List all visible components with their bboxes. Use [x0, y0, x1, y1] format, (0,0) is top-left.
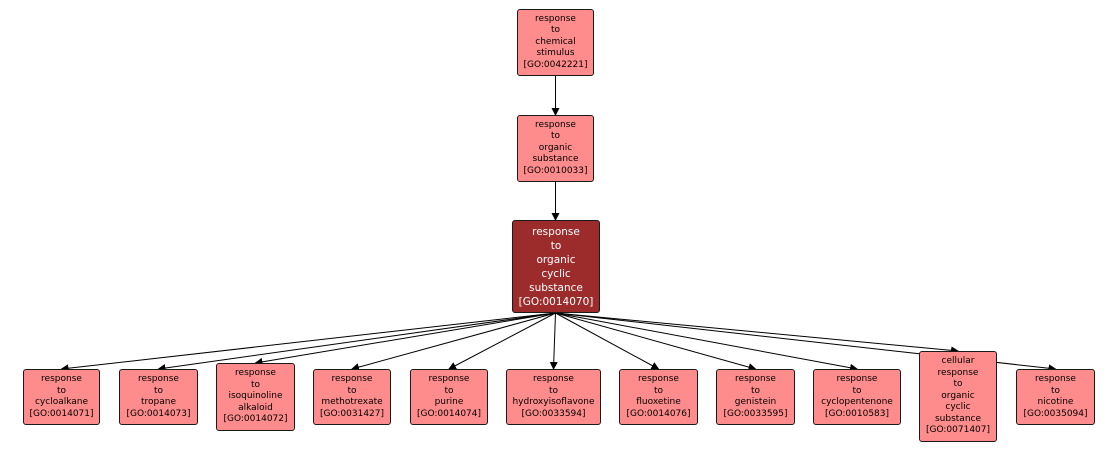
node-label-line: to: [444, 385, 454, 396]
node-label-line: alkaloid: [238, 402, 273, 413]
node-go-id: [GO:0042221]: [523, 59, 588, 70]
node-response-to-organic-substance[interactable]: response to organic substance [GO:001003…: [517, 115, 594, 182]
edge-to-genistein: [555, 312, 757, 371]
node-response-to-cycloalkane[interactable]: response to cycloalkane [GO:0014071]: [23, 369, 100, 425]
node-label-line: response: [533, 374, 574, 384]
node-label-line: to: [953, 379, 963, 390]
node-label-line: purine: [434, 397, 464, 407]
node-label-line: chemical: [535, 36, 576, 47]
node-label-line: response: [638, 374, 679, 384]
node-label-line: organic: [536, 253, 576, 266]
node-label-line: organic: [941, 390, 975, 401]
edge-to-hydroxyisoflavone: [549, 312, 558, 370]
node-response-to-fluoxetine[interactable]: response to fluoxetine [GO:0014076]: [619, 369, 698, 425]
node-label-line: cyclopentenone: [821, 397, 893, 407]
node-label-line: response: [735, 374, 776, 384]
node-response-to-cyclopentenone[interactable]: response to cyclopentenone [GO:0010583]: [813, 369, 901, 425]
node-go-id: [GO:0010583]: [824, 408, 890, 419]
node-label-line: response: [535, 13, 576, 24]
node-label-line: to: [550, 239, 562, 252]
node-response-to-nicotine[interactable]: response to nicotine [GO:0035094]: [1016, 369, 1095, 425]
node-go-id: [GO:0014071]: [29, 408, 94, 419]
node-label-line: isoquinoline: [228, 391, 283, 402]
node-label-line: genistein: [734, 397, 777, 407]
node-label-line: response: [331, 374, 373, 384]
node-label-line: response: [532, 225, 580, 238]
node-go-id: [GO:0014073]: [126, 408, 191, 419]
node-label-line: cycloalkane: [34, 397, 89, 407]
node-label-line: response: [836, 374, 878, 384]
node-label-line: methotrexate: [321, 397, 383, 407]
edge-to-methotrexate: [351, 312, 556, 371]
node-label-line: to: [1050, 385, 1061, 396]
node-label-line: cellular: [941, 356, 975, 367]
node-go-id: [GO:0033595]: [723, 408, 788, 419]
edge-to-isoquinoline: [254, 312, 556, 366]
node-label-line: response: [1035, 374, 1076, 384]
node-label-line: response: [235, 368, 276, 379]
node-label-line: to: [550, 131, 561, 142]
node-label-line: substance: [529, 281, 583, 294]
node-label-line: to: [653, 385, 664, 396]
node-go-id: [GO:0010033]: [523, 165, 588, 176]
node-label-line: cyclic: [541, 267, 571, 280]
node-go-id: [GO:0014076]: [626, 408, 691, 419]
node-go-id: [GO:0014072]: [223, 414, 288, 425]
edge-to-purine: [448, 312, 556, 370]
node-response-to-methotrexate[interactable]: response to methotrexate [GO:0031427]: [313, 369, 391, 425]
node-label-line: to: [56, 385, 67, 396]
node-go-id: [GO:0014074]: [416, 408, 482, 419]
node-label-line: organic: [538, 142, 573, 153]
node-label-line: hydroxyisoflavone: [512, 397, 595, 407]
node-go-id: [GO:0014070]: [518, 295, 594, 308]
node-response-to-genistein[interactable]: response to genistein [GO:0033595]: [716, 369, 795, 425]
node-response-to-chemical-stimulus[interactable]: response to chemical stimulus [GO:004222…: [517, 9, 594, 76]
node-label-line: nicotine: [1037, 397, 1074, 407]
edge-to-tropane: [157, 312, 556, 372]
node-label-line: fluoxetine: [636, 397, 681, 407]
edge-to-cyclopentenone: [555, 312, 858, 372]
node-label-line: to: [550, 25, 561, 36]
edge-to-cycloalkane: [60, 312, 556, 373]
node-label-line: response: [428, 374, 470, 384]
node-response-to-hydroxyisoflavone[interactable]: response to hydroxyisoflavone [GO:003359…: [506, 369, 601, 425]
node-label-line: response: [937, 367, 979, 378]
node-label-line: cyclic: [945, 402, 971, 413]
node-response-to-tropane[interactable]: response to tropane [GO:0014073]: [119, 369, 198, 425]
node-go-id: [GO:0071407]: [925, 425, 991, 436]
node-label-line: to: [750, 385, 761, 396]
node-label-line: to: [852, 385, 862, 396]
node-cellular-response-to-organic-cyclic-substance[interactable]: cellular response to organic cyclic subs…: [919, 351, 997, 442]
node-label-line: tropane: [140, 397, 176, 407]
node-label-line: substance: [532, 154, 579, 165]
node-label-line: substance: [934, 413, 982, 424]
node-response-to-organic-cyclic-substance[interactable]: response to organic cyclic substance [GO…: [512, 220, 600, 313]
edge-to-fluoxetine: [555, 312, 660, 370]
edge-to-cellular: [555, 312, 959, 355]
node-label-line: stimulus: [536, 48, 575, 59]
node-go-id: [GO:0033594]: [521, 408, 586, 419]
node-label-line: to: [548, 385, 559, 396]
node-label-line: to: [250, 379, 261, 390]
node-go-id: [GO:0031427]: [319, 408, 385, 419]
node-label-line: response: [535, 119, 576, 130]
node-response-to-isoquinoline-alkaloid[interactable]: response to isoquinoline alkaloid [GO:00…: [216, 363, 295, 431]
node-go-id: [GO:0035094]: [1023, 408, 1088, 419]
node-label-line: response: [138, 374, 179, 384]
node-response-to-purine[interactable]: response to purine [GO:0014074]: [410, 369, 488, 425]
node-label-line: to: [153, 385, 164, 396]
node-label-line: response: [41, 374, 82, 384]
node-label-line: to: [347, 385, 357, 396]
